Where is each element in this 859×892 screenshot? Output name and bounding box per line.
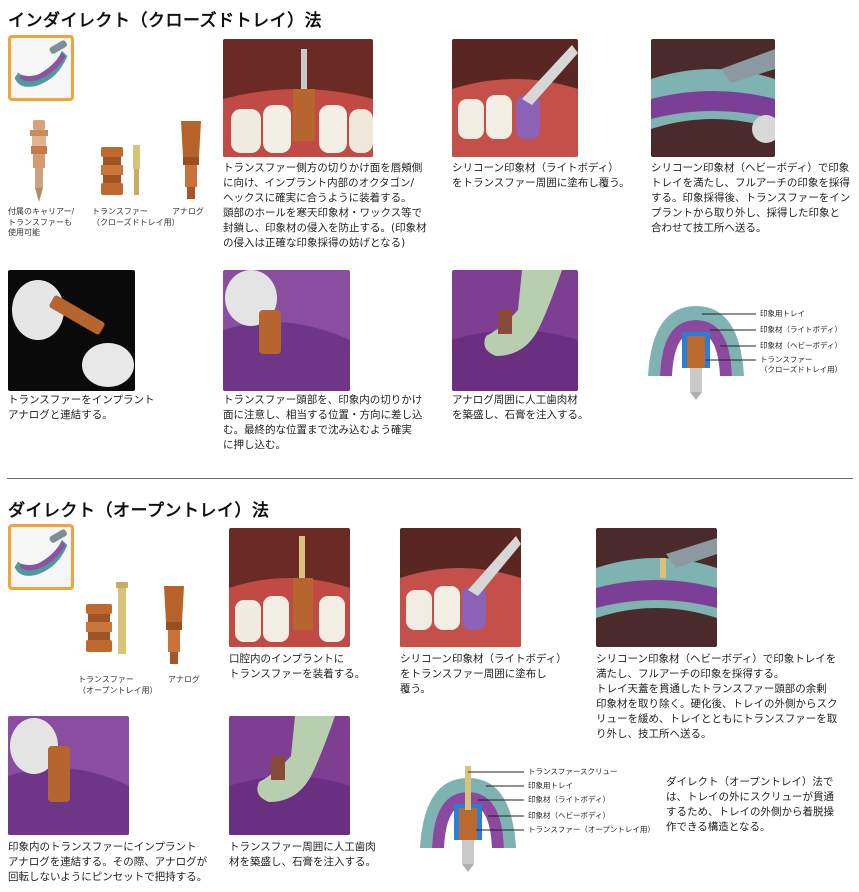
indirect-section-title: インダイレクト（クローズドトレイ）法 xyxy=(8,11,323,31)
direct-diagram-label-light: 印象材（ライトボディ） xyxy=(528,795,610,804)
direct-diagram-label-screw: トランスファースクリュー xyxy=(528,767,618,776)
analog-label: アナログ xyxy=(172,207,204,216)
open-tray-cross-section-diagram xyxy=(418,764,518,872)
closed-tray-cross-section-diagram xyxy=(646,300,746,400)
indirect-step-6: アナログ周囲に人工歯肉材 を築盛し、石膏を注入する。 xyxy=(452,394,589,421)
direct-step-1: 口腔内のインプラントに トランスファーを装着する。 xyxy=(229,653,366,680)
open-gingiva-material-photo xyxy=(229,716,350,835)
direct-step-3: シリコーン印象材（ヘビーボディ）で印象トレイを 満たし、フルアーチの印象を採得す… xyxy=(596,653,838,740)
section-divider xyxy=(7,478,853,479)
open-light-body-photo xyxy=(400,528,521,647)
open-tray-transfer-icon xyxy=(82,582,142,670)
open-tray-icon xyxy=(8,524,74,590)
indirect-step-1: トランスファー側方の切りかけ面を唇頬側 に向け、インプラント内部のオクタゴン/ … xyxy=(223,162,427,249)
closed-tray-transfer-icon xyxy=(95,143,150,198)
indirect-diagram-label-tray: 印象用トレイ xyxy=(760,309,805,318)
direct-step-2: シリコーン印象材（ライトボディ） をトランスファー周囲に塗布し 覆う。 xyxy=(400,653,567,695)
analog-connection-photo xyxy=(8,270,135,391)
open-transfer-label: トランスファー （オープントレイ用） xyxy=(78,675,158,695)
transfer-attached-photo xyxy=(223,39,373,157)
indirect-step-4: トランスファーをインプラント アナログと連結する。 xyxy=(8,394,155,421)
closed-transfer-label: トランスファー （クローズドトレイ用） xyxy=(92,207,180,227)
indirect-step-2: シリコーン印象材（ライトボディ） をトランスファー周囲に塗布し覆う。 xyxy=(452,162,630,189)
direct-section-title: ダイレクト（オープントレイ）法 xyxy=(8,501,270,521)
direct-note: ダイレクト（オープントレイ）法で は、トレイの外にスクリューが貫通 するため、ト… xyxy=(666,776,834,833)
open-heavy-body-tray-photo xyxy=(596,528,717,647)
gingiva-material-photo xyxy=(452,270,578,391)
indirect-diagram-label-transfer: トランスファー （クローズドトレイ用） xyxy=(760,355,843,374)
analog-part-icon xyxy=(175,117,207,201)
direct-diagram-label-heavy: 印象材（ヘビーボディ） xyxy=(528,811,610,820)
direct-analog-label: アナログ xyxy=(168,675,200,684)
indirect-diagram-label-heavy: 印象材（ヘビーボディ） xyxy=(760,341,842,350)
carrier-label: 付属のキャリアー/ トランスファーも 使用可能 xyxy=(8,207,75,237)
direct-diagram-label-transfer: トランスファー（オープントレイ用） xyxy=(528,825,655,834)
direct-diagram-label-tray: 印象用トレイ xyxy=(528,781,573,790)
carrier-part-icon xyxy=(24,118,54,204)
direct-step-4: 印象内のトランスファーにインプラント アナログを連結する。その際、アナログが 回… xyxy=(8,841,208,883)
direct-step-5: トランスファー周囲に人工歯肉 材を築盛し、石膏を注入する。 xyxy=(229,841,376,868)
transfer-reinsert-photo xyxy=(223,270,350,391)
direct-leader-lines xyxy=(468,771,524,831)
direct-analog-part-icon xyxy=(158,582,190,666)
indirect-leader-lines xyxy=(702,313,756,361)
open-analog-connection-photo xyxy=(8,716,129,835)
heavy-body-tray-photo xyxy=(651,39,775,157)
open-transfer-attached-photo xyxy=(229,528,350,647)
indirect-diagram-label-light: 印象材（ライトボディ） xyxy=(760,325,842,334)
indirect-step-3: シリコーン印象材（ヘビーボディ）で印象 トレイを満たし、フルアーチの印象を採得 … xyxy=(651,162,851,234)
indirect-step-5: トランスファー頭部を、印象内の切りかけ 面に注意し、相当する位置・方向に差し込 … xyxy=(223,394,423,451)
light-body-application-photo xyxy=(452,39,578,157)
tray-icon xyxy=(8,35,74,101)
